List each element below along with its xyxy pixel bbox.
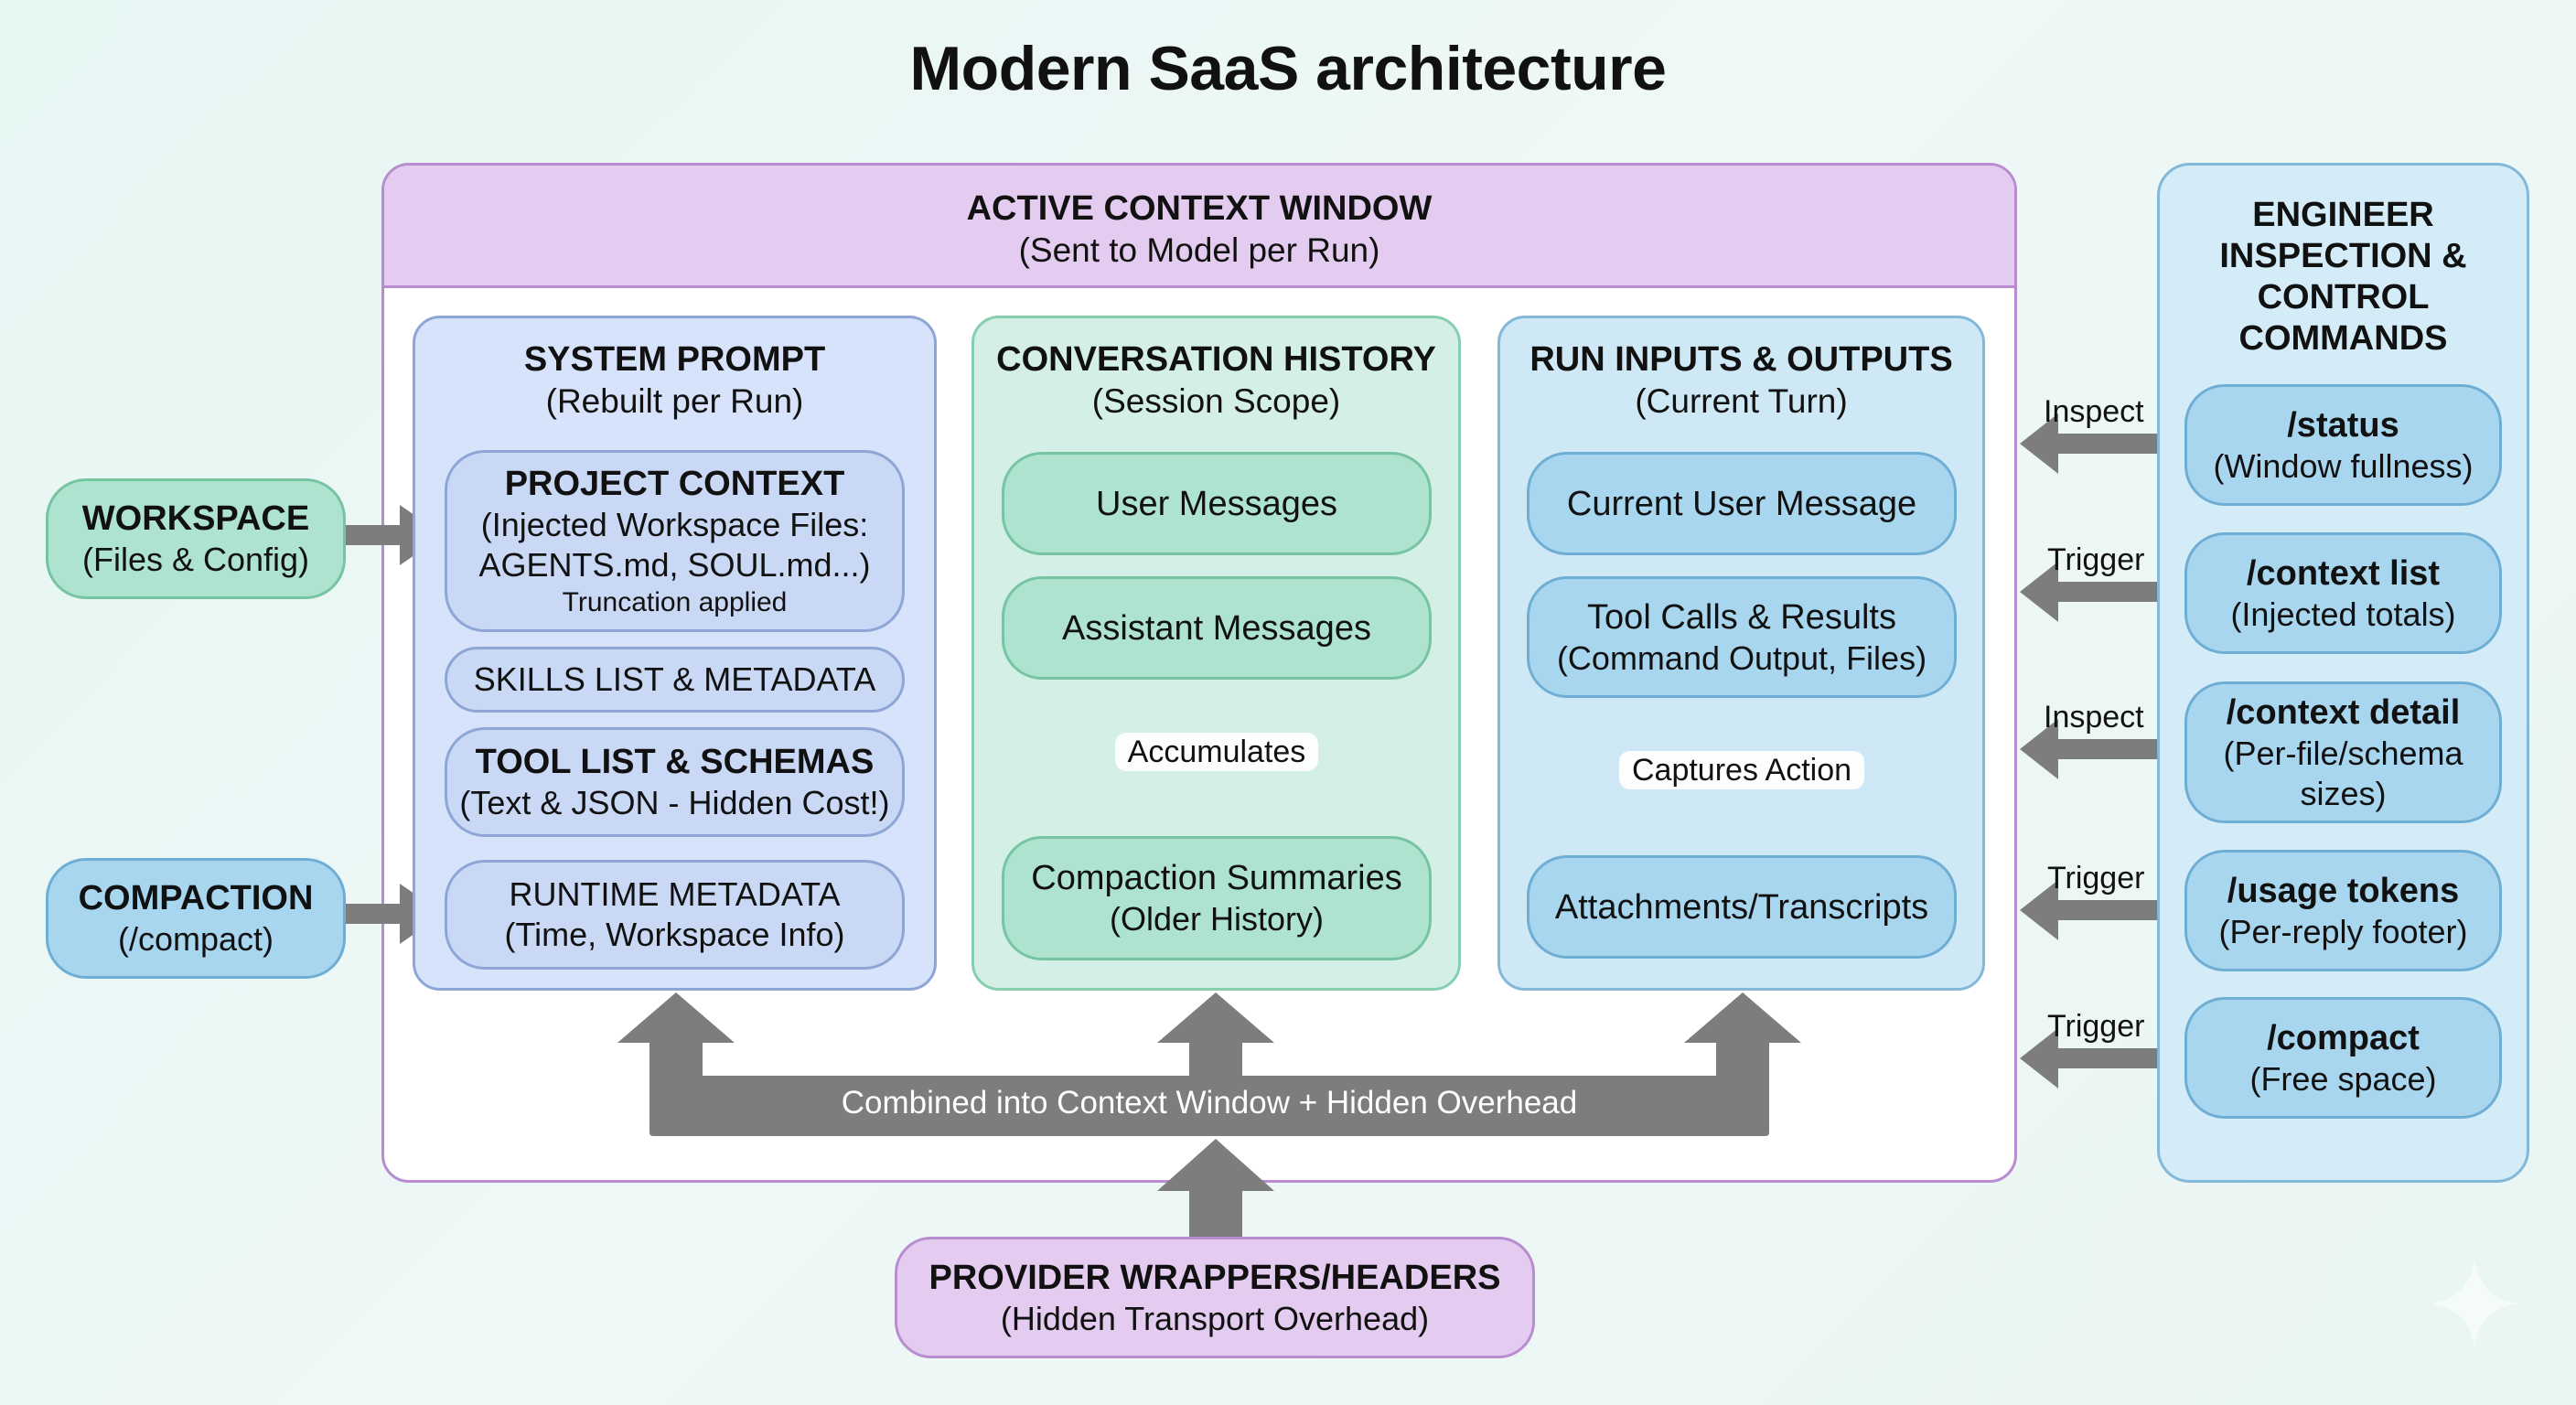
combined-bar xyxy=(649,1076,1769,1136)
conversation-subtitle: (Session Scope) xyxy=(1091,382,1341,420)
assistant-messages-box[interactable]: Assistant Messages xyxy=(1002,576,1432,680)
tool-list-subtitle: (Text & JSON - Hidden Cost!) xyxy=(459,784,890,821)
command-name: /context detail xyxy=(2226,692,2461,732)
run-io-subtitle: (Current Turn) xyxy=(1635,382,1848,420)
up-arrow-shaft-sys xyxy=(649,1043,703,1079)
provider-arrow-shaft xyxy=(1189,1189,1242,1239)
tool-list-title: TOOL LIST & SCHEMAS xyxy=(475,743,875,781)
conversation-title: CONVERSATION HISTORY xyxy=(996,340,1436,379)
workspace-subtitle: (Files & Config) xyxy=(81,541,310,578)
engineer-panel-title: ENGINEER INSPECTION & CONTROL COMMANDS xyxy=(2160,195,2527,359)
current-user-message-label: Current User Message xyxy=(1566,484,1917,523)
command-desc: (Injected totals) xyxy=(2230,595,2456,633)
context-window-header: ACTIVE CONTEXT WINDOW (Sent to Model per… xyxy=(384,166,2014,288)
captures-action-label-wrap: Captures Action xyxy=(1527,750,1957,790)
captures-action-label: Captures Action xyxy=(1618,751,1865,789)
workspace-box[interactable]: WORKSPACE (Files & Config) xyxy=(46,478,346,599)
engineer-title-line: INSPECTION & xyxy=(2219,237,2467,275)
compaction-arrow-shaft xyxy=(345,904,402,924)
provider-title: PROVIDER WRAPPERS/HEADERS xyxy=(928,1258,1501,1297)
up-arrow-shaft-conv xyxy=(1189,1043,1242,1079)
diagram-title: Modern SaaS architecture xyxy=(909,34,1667,103)
cmd-arrow-head-3 xyxy=(2020,880,2058,940)
user-messages-box[interactable]: User Messages xyxy=(1002,452,1432,555)
engineer-title-line: ENGINEER xyxy=(2252,196,2434,234)
workspace-title: WORKSPACE xyxy=(81,499,310,538)
project-context-line1: (Injected Workspace Files: xyxy=(480,505,869,543)
provider-subtitle: (Hidden Transport Overhead) xyxy=(1000,1299,1430,1337)
cmd-arrow-head-2 xyxy=(2020,719,2058,779)
cmd-arrow-shaft-1 xyxy=(2058,582,2186,602)
tool-list-box[interactable]: TOOL LIST & SCHEMAS (Text & JSON - Hidde… xyxy=(445,727,905,837)
tool-calls-title: Tool Calls & Results xyxy=(1587,597,1896,637)
command-usage-tokens[interactable]: /usage tokens (Per-reply footer) xyxy=(2184,850,2502,971)
accumulates-label-wrap: Accumulates xyxy=(1002,732,1432,772)
action-label: Trigger xyxy=(2047,1009,2145,1044)
attachments-box[interactable]: Attachments/Transcripts xyxy=(1527,855,1957,959)
tool-calls-subtitle: (Command Output, Files) xyxy=(1556,638,1927,677)
skills-list-box[interactable]: SKILLS LIST & METADATA xyxy=(445,647,905,713)
compaction-summaries-box[interactable]: Compaction Summaries (Older History) xyxy=(1002,836,1432,960)
current-user-message-box[interactable]: Current User Message xyxy=(1527,452,1957,555)
project-context-box[interactable]: PROJECT CONTEXT (Injected Workspace File… xyxy=(445,450,905,632)
engineer-title-line: COMMANDS xyxy=(2238,319,2448,358)
command-name: /context list xyxy=(2246,553,2441,593)
command-context-detail[interactable]: /context detail (Per-file/schema sizes) xyxy=(2184,681,2502,823)
up-arrow-shaft-run xyxy=(1716,1043,1769,1079)
project-context-title: PROJECT CONTEXT xyxy=(504,464,845,503)
project-context-line2: AGENTS.md, SOUL.md...) xyxy=(478,545,871,584)
cmd-arrow-head-0 xyxy=(2020,413,2058,474)
command-desc: (Per-reply footer) xyxy=(2218,912,2468,950)
command-status[interactable]: /status (Window fullness) xyxy=(2184,384,2502,506)
compaction-title: COMPACTION xyxy=(78,879,314,917)
command-compact[interactable]: /compact (Free space) xyxy=(2184,997,2502,1119)
command-name: /status xyxy=(2287,405,2399,445)
provider-wrappers-box[interactable]: PROVIDER WRAPPERS/HEADERS (Hidden Transp… xyxy=(895,1237,1535,1358)
cmd-arrow-shaft-0 xyxy=(2058,434,2186,454)
cmd-arrow-shaft-2 xyxy=(2058,739,2186,759)
up-arrow-head-sys xyxy=(617,992,735,1043)
active-context-window: ACTIVE CONTEXT WINDOW (Sent to Model per… xyxy=(381,163,2017,1183)
user-messages-label: User Messages xyxy=(1096,484,1337,523)
compaction-box[interactable]: COMPACTION (/compact) xyxy=(46,858,346,979)
up-arrow-head-run xyxy=(1684,992,1801,1043)
runtime-metadata-box[interactable]: RUNTIME METADATA (Time, Workspace Info) xyxy=(445,860,905,970)
compaction-summaries-title: Compaction Summaries xyxy=(1031,859,1402,897)
combined-label: Combined into Context Window + Hidden Ov… xyxy=(841,1085,1578,1121)
runtime-metadata-subtitle: (Time, Workspace Info) xyxy=(504,916,845,953)
compaction-subtitle: (/compact) xyxy=(117,920,274,958)
engineer-title-line: CONTROL xyxy=(2257,278,2430,316)
cmd-arrow-head-4 xyxy=(2020,1028,2058,1089)
command-name: /compact xyxy=(2267,1018,2420,1057)
skills-list-label: SKILLS LIST & METADATA xyxy=(473,660,876,698)
assistant-messages-label: Assistant Messages xyxy=(1062,608,1371,648)
cmd-arrow-head-1 xyxy=(2020,562,2058,622)
action-label: Trigger xyxy=(2047,861,2145,896)
attachments-label: Attachments/Transcripts xyxy=(1554,887,1929,927)
provider-arrow-head xyxy=(1157,1139,1274,1191)
compaction-summaries-subtitle: (Older History) xyxy=(1109,900,1325,938)
context-window-subtitle: (Sent to Model per Run) xyxy=(1018,231,1380,269)
tool-calls-box[interactable]: Tool Calls & Results (Command Output, Fi… xyxy=(1527,576,1957,698)
command-context-list[interactable]: /context list (Injected totals) xyxy=(2184,532,2502,654)
command-desc: (Per-file/schema sizes) xyxy=(2223,734,2463,812)
workspace-arrow-shaft xyxy=(345,525,402,545)
action-label: Inspect xyxy=(2044,700,2144,735)
accumulates-label: Accumulates xyxy=(1114,733,1319,771)
action-label: Inspect xyxy=(2044,394,2144,429)
cmd-arrow-shaft-3 xyxy=(2058,900,2186,920)
up-arrow-head-conv xyxy=(1157,992,1274,1043)
action-label: Trigger xyxy=(2047,542,2145,577)
truncation-note: Truncation applied xyxy=(562,586,788,617)
command-desc: (Free space) xyxy=(2249,1059,2437,1098)
system-prompt-title: SYSTEM PROMPT xyxy=(523,340,826,379)
runtime-metadata-title: RUNTIME METADATA xyxy=(509,875,841,913)
context-window-title: ACTIVE CONTEXT WINDOW xyxy=(966,189,1433,228)
command-name: /usage tokens xyxy=(2227,871,2460,910)
sparkle-icon xyxy=(2431,1260,2518,1347)
run-io-title: RUN INPUTS & OUTPUTS xyxy=(1530,340,1953,379)
command-desc: (Window fullness) xyxy=(2213,446,2474,485)
cmd-arrow-shaft-4 xyxy=(2058,1048,2186,1068)
system-prompt-subtitle: (Rebuilt per Run) xyxy=(545,382,804,420)
